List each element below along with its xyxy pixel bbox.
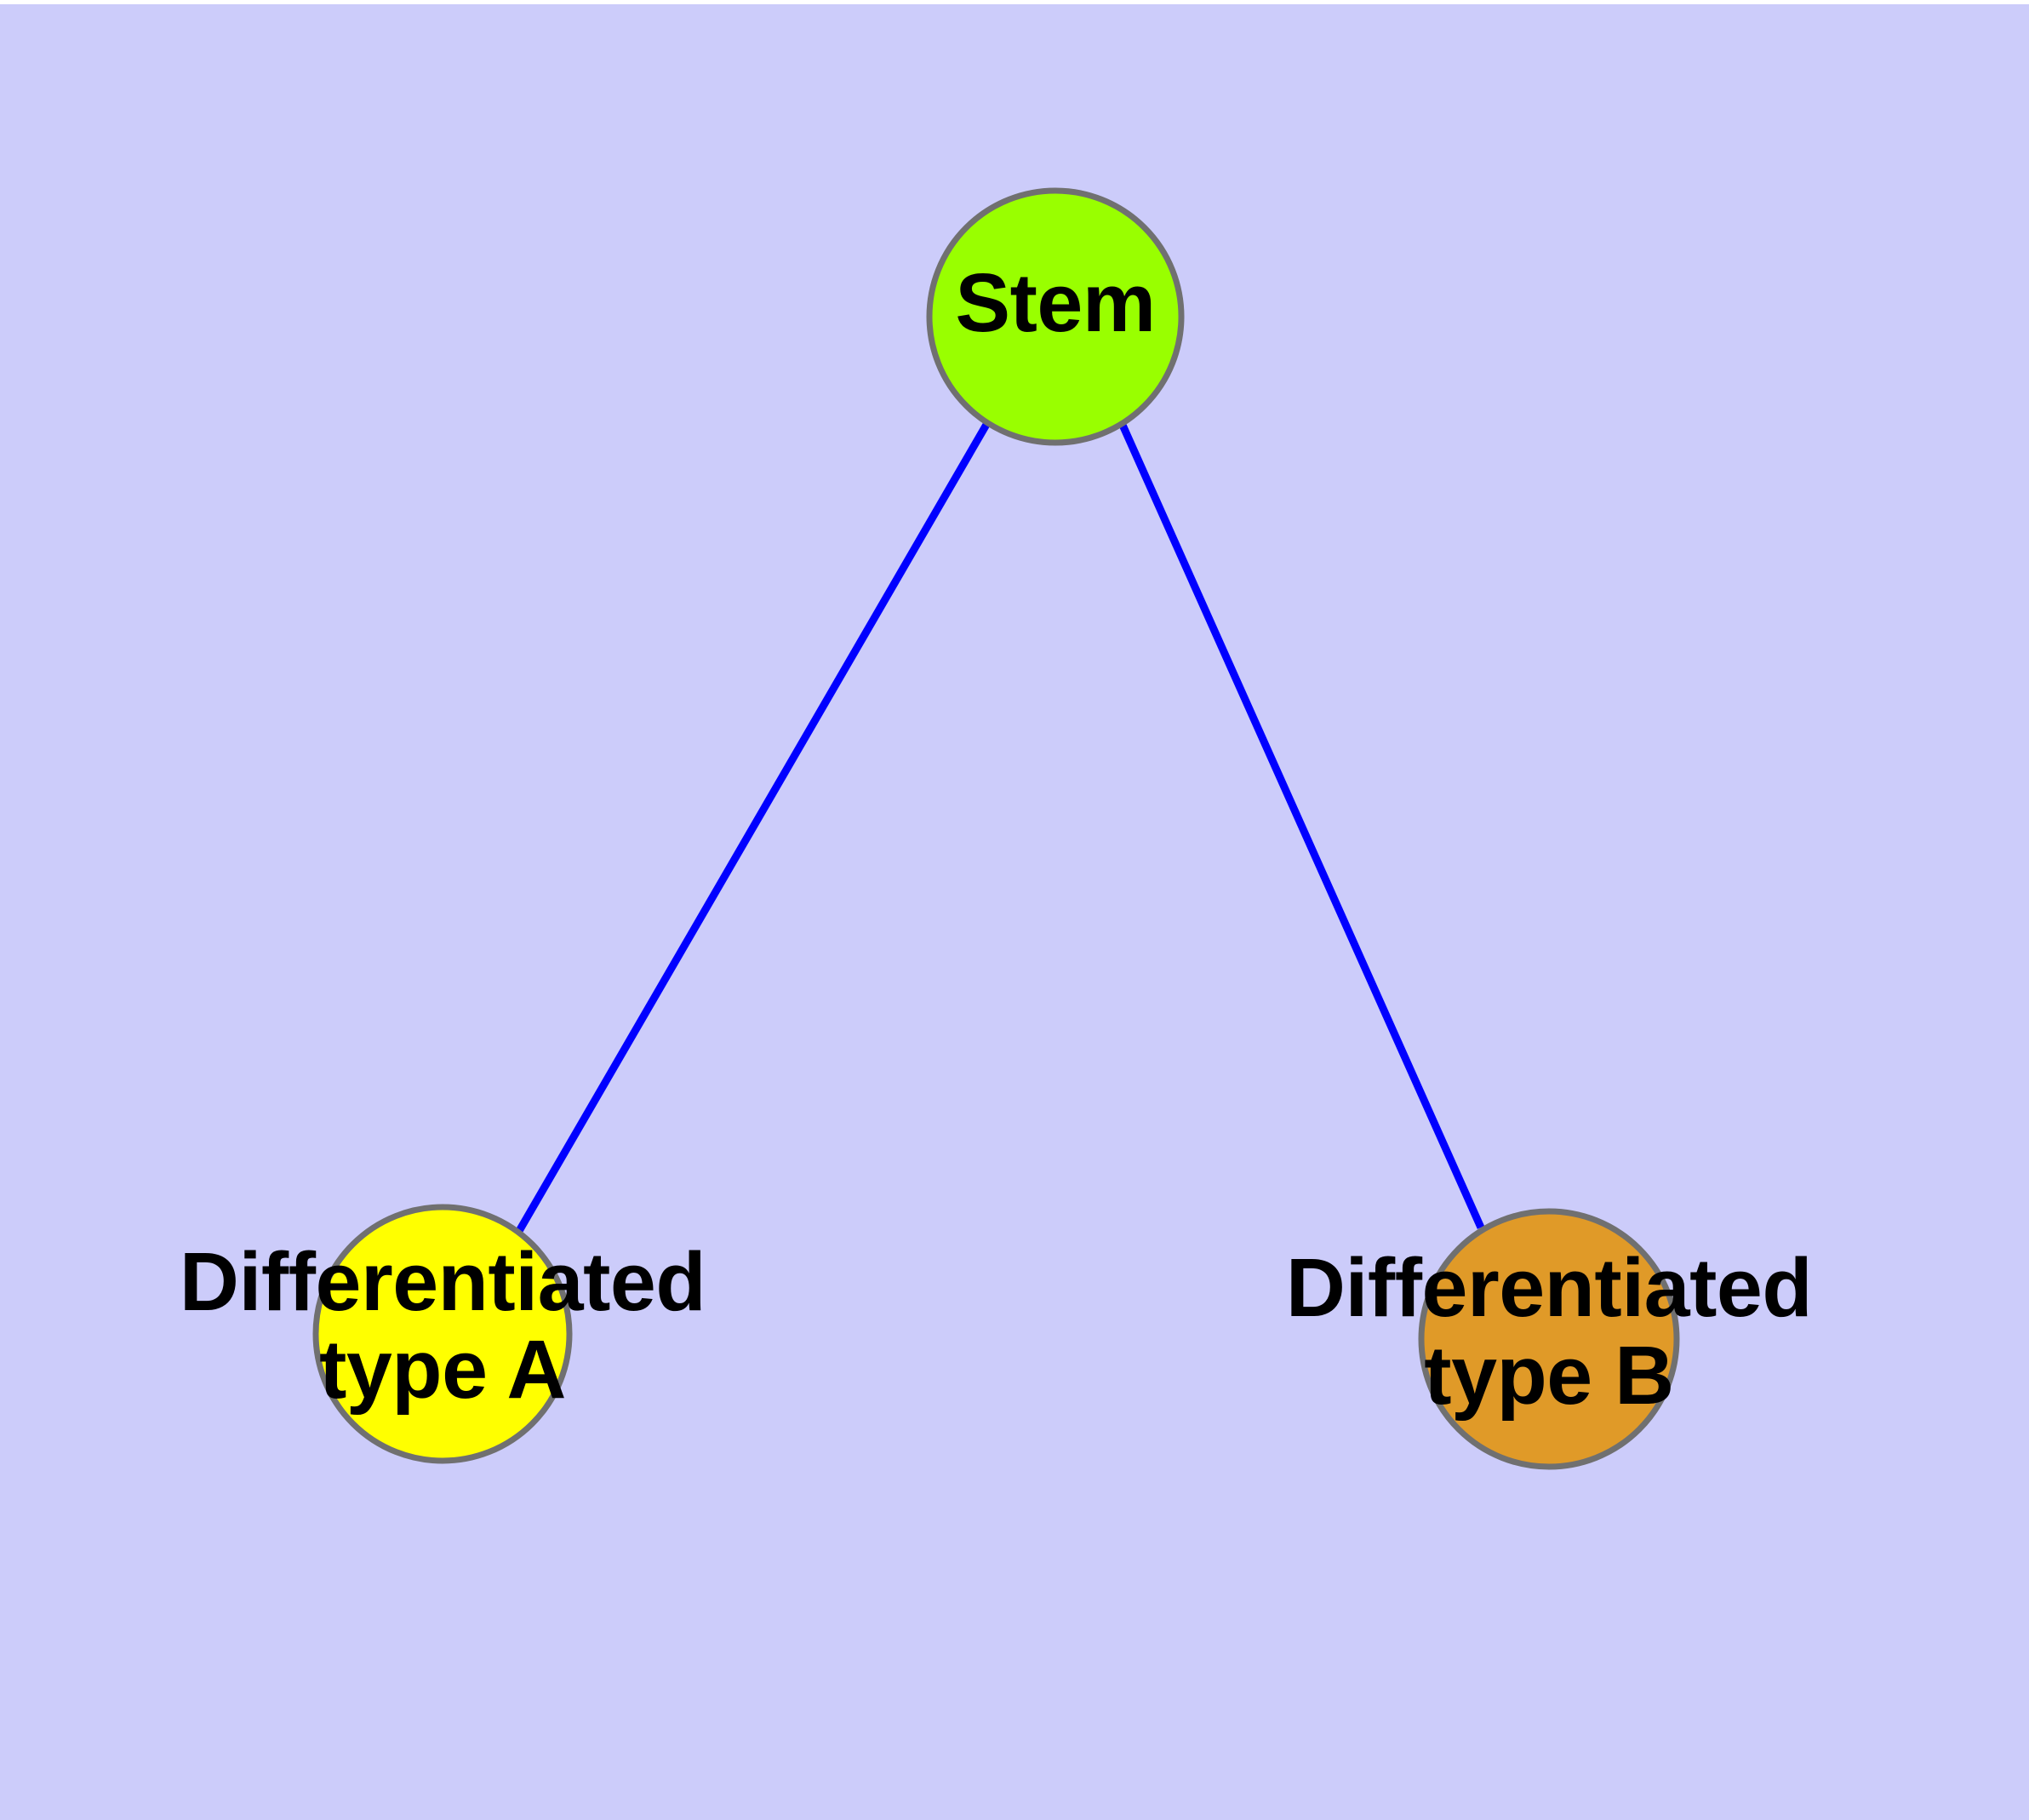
- node-stem-circle[interactable]: [926, 187, 1185, 446]
- node-differentiated-type-a-circle[interactable]: [312, 1204, 573, 1464]
- node-layer: [312, 187, 1680, 1470]
- node-differentiated-type-b-circle[interactable]: [1418, 1208, 1680, 1470]
- edge-layer: [516, 421, 1485, 1233]
- edge-stem-to-differentiated-type-b[interactable]: [1117, 421, 1485, 1229]
- edge-stem-to-differentiated-type-a[interactable]: [516, 421, 991, 1233]
